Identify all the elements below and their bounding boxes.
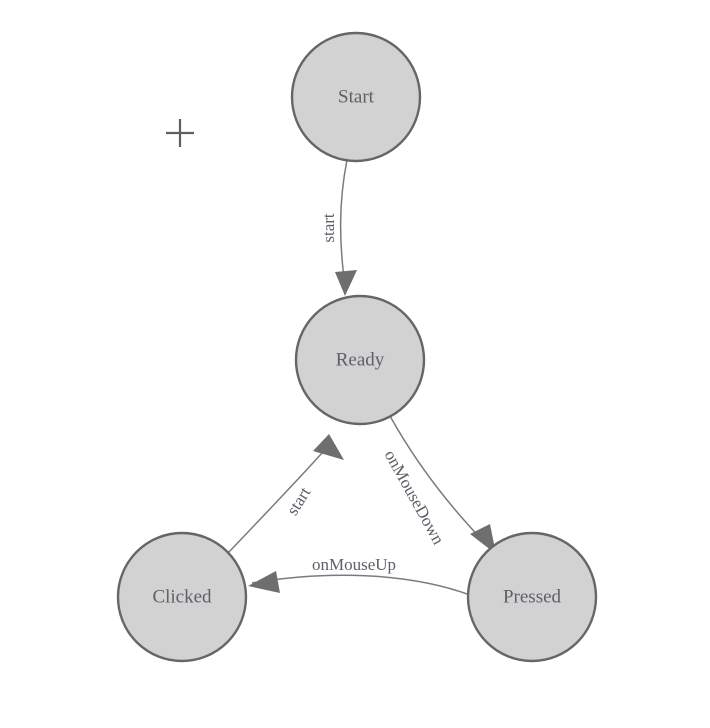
- edge-start-to-ready[interactable]: [335, 159, 357, 296]
- arrowhead-icon: [470, 524, 496, 554]
- edge-label-text: onMouseUp: [312, 555, 396, 574]
- edge-label-text: onMouseDown: [381, 447, 449, 548]
- node-shape[interactable]: [294, 294, 426, 426]
- edge-label-start-to-ready: start: [319, 213, 338, 243]
- node-shape[interactable]: [290, 31, 422, 163]
- node-layer: Start Ready Clicked Pressed: [116, 31, 598, 663]
- edge-line[interactable]: [227, 442, 332, 554]
- edge-label-text: start: [283, 483, 315, 518]
- node-label-text: Clicked: [152, 586, 212, 607]
- node-pressed[interactable]: Pressed: [466, 531, 598, 663]
- crosshair-icon: [166, 119, 194, 147]
- node-label-text: Start: [338, 86, 375, 107]
- edge-label-clicked-to-ready: start: [283, 483, 315, 518]
- edge-label-pressed-to-clicked: onMouseUp: [312, 555, 396, 574]
- edge-label-text: start: [319, 213, 338, 243]
- edge-label-ready-to-pressed: onMouseDown: [381, 447, 449, 548]
- node-start[interactable]: Start: [290, 31, 422, 163]
- node-clicked[interactable]: Clicked: [116, 531, 248, 663]
- node-shape[interactable]: [116, 531, 248, 663]
- node-label-text: Ready: [336, 349, 385, 370]
- edge-line[interactable]: [339, 159, 348, 279]
- edge-ready-to-pressed[interactable]: [389, 415, 496, 554]
- arrowhead-icon: [335, 270, 357, 296]
- arrowhead-icon: [313, 434, 344, 460]
- node-shape[interactable]: [466, 531, 598, 663]
- edge-layer: [227, 159, 496, 596]
- edge-clicked-to-ready[interactable]: [227, 434, 344, 554]
- node-ready[interactable]: Ready: [294, 294, 426, 426]
- node-label-text: Pressed: [503, 586, 562, 607]
- edge-pressed-to-clicked[interactable]: [248, 571, 471, 596]
- edge-line[interactable]: [251, 574, 471, 596]
- arrowhead-icon: [248, 571, 280, 593]
